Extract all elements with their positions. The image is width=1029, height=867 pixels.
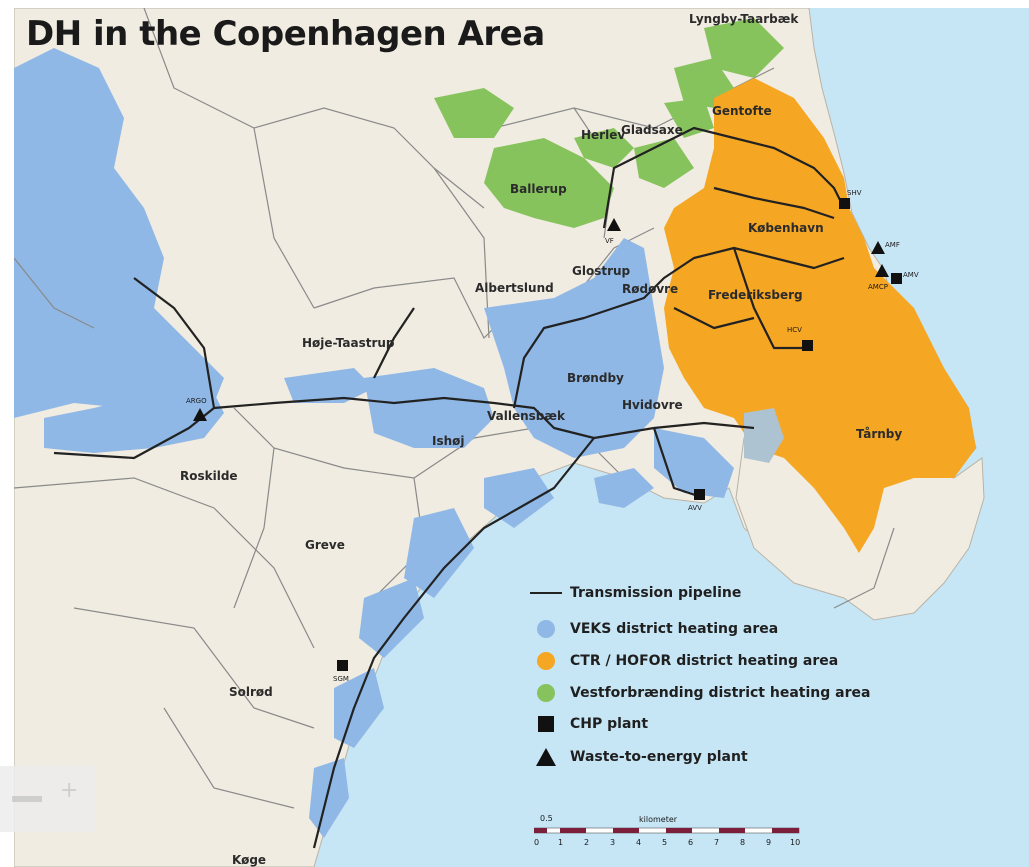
wte-vf-marker <box>607 218 621 231</box>
veks-areas <box>44 238 734 838</box>
legend-label: CHP plant <box>570 716 649 732</box>
roskilde-fjord <box>14 48 224 418</box>
town-label-frederiksberg: Frederiksberg <box>708 288 803 302</box>
scale-tick-2: 2 <box>584 838 590 847</box>
triangle-icon <box>530 748 562 766</box>
kalveboderne-area <box>744 408 784 463</box>
town-label-lyngby: Lyngby-Taarbæk <box>689 12 799 26</box>
plant-label-vf: VF <box>605 237 614 245</box>
wte-argo-marker <box>193 408 207 421</box>
square-icon <box>530 716 562 732</box>
orange-dot-icon <box>530 652 562 670</box>
chp-hcv-marker <box>802 340 813 351</box>
town-label-hoje-taastrup: Høje-Taastrup <box>302 336 395 350</box>
scale-tick-9: 9 <box>766 838 772 847</box>
legend-item-veks: VEKS district heating area <box>530 620 778 638</box>
town-label-koge: Køge <box>232 853 267 867</box>
legend-label: Waste-to-energy plant <box>570 749 748 765</box>
ctr-hofor-area <box>664 78 976 553</box>
plant-label-amv: AMV <box>903 271 919 279</box>
scale-tick-5: 5 <box>662 838 668 847</box>
legend-item-pipeline: Transmission pipeline <box>530 585 741 601</box>
wte-amcp-marker <box>875 264 889 277</box>
plant-label-amf: AMF <box>885 241 900 249</box>
scale-tick-6: 6 <box>688 838 694 847</box>
scale-tick-3: 3 <box>610 838 616 847</box>
wte-amf-marker <box>871 241 885 254</box>
legend-item-vestforbraending: Vestforbrænding district heating area <box>530 684 870 702</box>
scale-bar-graphic <box>534 827 800 834</box>
town-label-brondby: Brøndby <box>567 371 624 385</box>
map-title: DH in the Copenhagen Area <box>26 14 545 54</box>
plant-label-sgm: SGM <box>333 675 349 683</box>
chp-avv-marker <box>694 489 705 500</box>
scale-tick-1: 1 <box>558 838 564 847</box>
wte-plant-markers <box>193 218 889 421</box>
town-label-kobenhavn: København <box>748 221 824 235</box>
legend-label: CTR / HOFOR district heating area <box>570 653 839 669</box>
town-label-greve: Greve <box>305 538 345 552</box>
town-label-ishoj: Ishøj <box>432 434 465 448</box>
town-label-ballerup: Ballerup <box>510 182 567 196</box>
plant-label-avv: AVV <box>688 504 702 512</box>
chp-shv-marker <box>839 198 850 209</box>
town-label-gentofte: Gentofte <box>712 104 772 118</box>
scale-first-label: 0.5 <box>540 814 553 823</box>
scale-tick-7: 7 <box>714 838 720 847</box>
vestforbraending-areas <box>434 18 784 228</box>
legend-item-ctr-hofor: CTR / HOFOR district heating area <box>530 652 838 670</box>
plant-label-argo: ARGO <box>186 397 207 405</box>
legend-item-wte: Waste-to-energy plant <box>530 748 748 766</box>
town-label-herlev: Herlev <box>581 128 626 142</box>
plant-label-shv: SHV <box>847 189 862 197</box>
town-label-tarnby: Tårnby <box>856 427 903 441</box>
zoom-out-button[interactable] <box>12 796 42 802</box>
blue-dot-icon <box>530 620 562 638</box>
scale-tick-10: 10 <box>790 838 801 847</box>
town-label-gladsaxe: Gladsaxe <box>621 123 683 137</box>
district-heating-map <box>14 8 1029 867</box>
chp-plant-markers <box>337 198 902 671</box>
town-label-vallensbaek: Vallensbæk <box>487 409 565 423</box>
town-label-solrod: Solrød <box>229 685 273 699</box>
transmission-pipelines <box>53 126 845 849</box>
scale-tick-8: 8 <box>740 838 746 847</box>
plant-label-amcp: AMCP <box>868 283 888 291</box>
town-label-rodovre: Rødovre <box>622 282 679 296</box>
scale-unit-label: kilometer <box>639 815 678 824</box>
zoom-control: + <box>0 766 96 832</box>
green-dot-icon <box>530 684 562 702</box>
town-label-albertslund: Albertslund <box>475 281 554 295</box>
town-label-hvidovre: Hvidovre <box>622 398 683 412</box>
plant-label-hcv: HCV <box>787 326 802 334</box>
legend-item-chp: CHP plant <box>530 716 648 732</box>
legend-label: VEKS district heating area <box>570 621 779 637</box>
town-label-glostrup: Glostrup <box>572 264 631 278</box>
legend-label: Transmission pipeline <box>570 585 742 601</box>
town-label-roskilde: Roskilde <box>180 469 238 483</box>
chp-sgm-marker <box>337 660 348 671</box>
pipeline-line-icon <box>530 591 562 595</box>
chp-amv-marker <box>891 273 902 284</box>
legend-label: Vestforbrænding district heating area <box>570 685 871 701</box>
scale-tick-0: 0 <box>534 838 540 847</box>
zoom-in-button[interactable]: + <box>60 778 79 803</box>
scale-tick-4: 4 <box>636 838 642 847</box>
